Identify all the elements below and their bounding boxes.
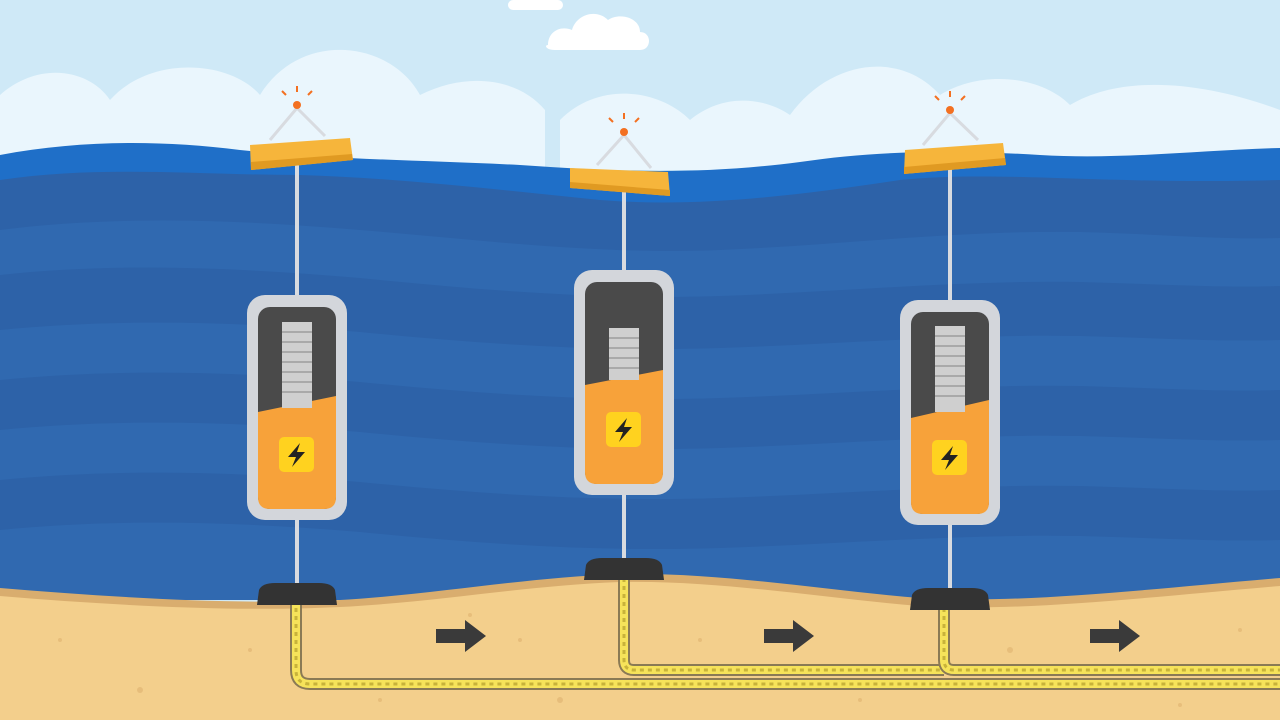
beacon-icon — [620, 128, 628, 136]
lightning-bolt-icon — [941, 446, 958, 470]
anchor-base — [910, 588, 990, 610]
spring-icon — [935, 326, 965, 412]
anchor-base — [584, 558, 664, 580]
spring-icon — [609, 328, 639, 380]
flow-arrow-icon — [1090, 620, 1140, 652]
flow-arrows — [436, 620, 1140, 652]
clouds — [0, 49, 1280, 170]
lightning-bolt-icon — [288, 443, 305, 467]
flow-arrow-icon — [764, 620, 814, 652]
power-cable — [290, 578, 1280, 690]
anchor-base — [257, 583, 337, 605]
wave-energy-unit-3 — [900, 91, 1006, 610]
spring-icon — [282, 322, 312, 408]
wave-energy-unit-2 — [570, 113, 674, 580]
beacon-icon — [293, 101, 301, 109]
flow-arrow-icon — [436, 620, 486, 652]
wave-energy-unit-1 — [247, 86, 353, 605]
beacon-icon — [946, 106, 954, 114]
lightning-bolt-icon — [615, 418, 632, 442]
small-cloud — [508, 0, 649, 50]
